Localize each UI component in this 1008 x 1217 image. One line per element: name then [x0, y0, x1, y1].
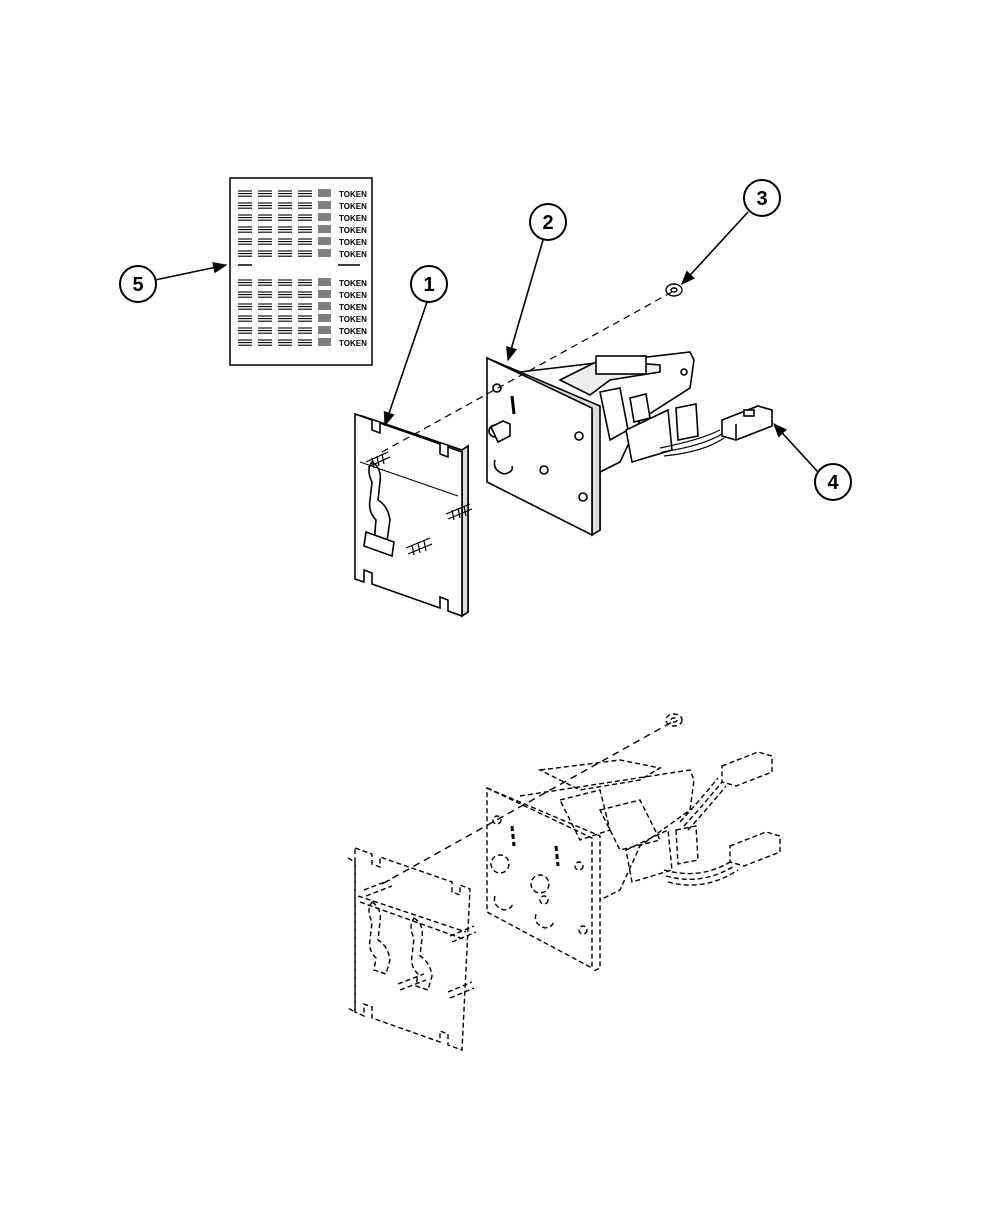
mounting-plate — [354, 412, 473, 618]
coin-mechanism — [486, 351, 773, 537]
decal-token-label: TOKEN — [339, 250, 367, 259]
token-decal: TOKEN TOKEN TOKEN TOKEN TOKEN TOKEN TOKEN TOKEN… — [229, 177, 373, 366]
decal-token-label: TOKEN — [339, 190, 367, 199]
decal-token-label: TOKEN — [339, 214, 367, 223]
decal-rows: TOKEN TOKEN TOKEN TOKEN TOKEN TOKEN TOKEN TOKEN… — [238, 189, 367, 348]
decal-token-label: TOKEN — [339, 279, 367, 288]
decal-row: TOKEN — [238, 213, 367, 223]
decal-row: TOKEN — [238, 249, 367, 259]
stud — [405, 537, 433, 556]
decal-row: TOKEN — [238, 326, 367, 336]
decal-row: TOKEN — [238, 189, 367, 199]
decal-token-label: TOKEN — [339, 226, 367, 235]
stud — [445, 503, 473, 521]
decal-token-label: TOKEN — [339, 202, 367, 211]
decal-row: TOKEN — [238, 302, 367, 312]
callout-3: 3 — [743, 179, 781, 217]
callout-3-label: 3 — [756, 188, 767, 210]
decal-token-label: TOKEN — [339, 291, 367, 300]
callout-5: 5 — [119, 265, 157, 303]
decal-token-label: TOKEN — [339, 303, 367, 312]
decal-row: TOKEN — [238, 237, 367, 247]
decal-token-label: TOKEN — [339, 238, 367, 247]
callout-leaders — [154, 211, 819, 473]
decal-token-label: TOKEN — [339, 339, 367, 348]
callout-2-label: 2 — [542, 212, 553, 234]
callout-1-label: 1 — [423, 274, 434, 296]
decal-token-label: TOKEN — [339, 327, 367, 336]
decal-row: TOKEN — [238, 338, 367, 348]
callout-4: 4 — [814, 463, 852, 501]
decal-row: TOKEN — [238, 225, 367, 235]
stud — [365, 451, 391, 469]
callout-1: 1 — [410, 265, 448, 303]
decal-row: TOKEN — [238, 278, 367, 288]
callout-4-label: 4 — [827, 472, 839, 494]
phantom-assembly — [347, 713, 781, 1051]
callout-5-label: 5 — [132, 274, 143, 296]
decal-row: TOKEN — [238, 314, 367, 324]
alignment-line — [381, 291, 673, 453]
decal-row: TOKEN — [238, 201, 367, 211]
wire-connector — [721, 405, 773, 441]
callout-2: 2 — [529, 203, 567, 241]
decal-token-label: TOKEN — [339, 315, 367, 324]
decal-row: TOKEN — [238, 290, 367, 300]
